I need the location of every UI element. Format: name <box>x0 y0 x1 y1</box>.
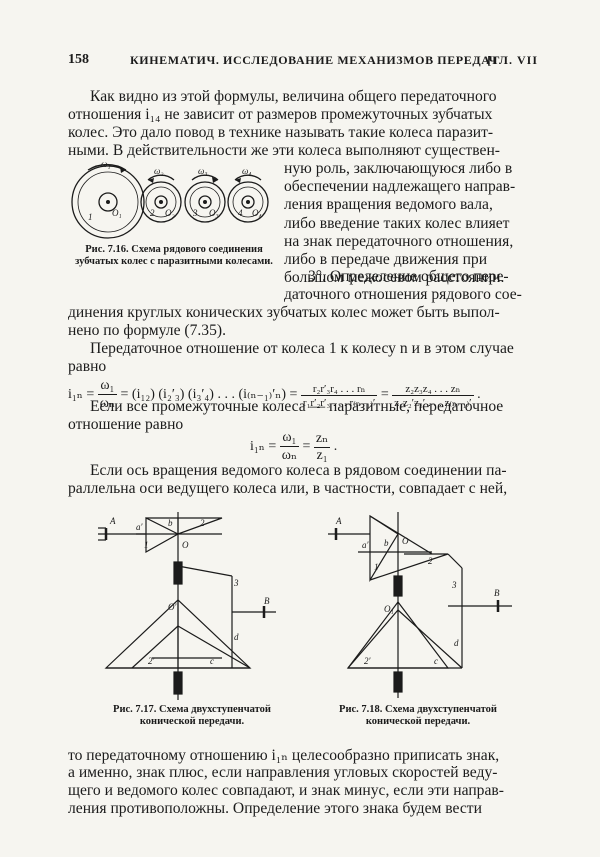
formula2-den2: z₁ <box>316 448 328 463</box>
para6-line3: щего и ведомого колес совпадают, и знак … <box>68 782 504 799</box>
para1-right-line: либо введение таких колес влияет <box>284 214 510 232</box>
formula1-fraction-omega: ω₁ ωₙ <box>97 378 118 412</box>
formula1-fraction-radii: r₂r′₃r₄ . . . rₙ r₁r′₂r′₃ . . . r₍ₙ₋₁₎′ <box>300 382 378 409</box>
fig717-label: B <box>264 596 270 606</box>
formula1-num3: z₂z₃z₄ . . . zₙ <box>392 382 474 396</box>
para6-line1: то передаточному отношению i₁ₙ целесообр… <box>68 747 500 764</box>
fig718-label: d <box>454 638 459 648</box>
formula2-num2: zₙ <box>313 431 331 448</box>
figure-7-17-caption: Рис. 7.17. Схема двухступенчатой коничес… <box>113 704 271 727</box>
para2-line3: динения круглых конических зубчатых коле… <box>68 304 500 321</box>
formula2-fraction-omega: ω₁ ωₙ <box>279 430 300 464</box>
para1-right-line: ную роль, заключающуюся либо в <box>284 160 513 177</box>
fig717-label: d <box>234 632 239 642</box>
formula1-lhs: i₁ₙ = <box>68 387 95 403</box>
para1-line1: Как видно из этой формулы, величина обще… <box>90 88 497 105</box>
para2-right-line: 3°. Определение общего пере- <box>308 268 509 285</box>
formula2-eq: = <box>302 439 311 455</box>
fig718-label: A <box>335 516 342 526</box>
para1-line2: отношения i₁₄ не зависит от размеров про… <box>68 106 493 123</box>
running-title: КИНЕМАТИЧ. ИССЛЕДОВАНИЕ МЕХАНИЗМОВ ПЕРЕД… <box>130 53 499 67</box>
formula1-num2: r₂r′₃r₄ . . . rₙ <box>300 382 378 396</box>
para1-line3: колес. Это дало повод в технике называть… <box>68 124 494 141</box>
fig718-label: 1 <box>374 562 379 572</box>
figure-7-18-bevel-gear-scheme: A a′ b 2 1 O 3 O₁ B d 2′ c <box>328 512 512 698</box>
formula1-den2: r₁r′₂r′₃ . . . r₍ₙ₋₁₎′ <box>302 396 376 409</box>
fig718-label: 3 <box>451 580 457 590</box>
fig717-label: a′ <box>136 522 144 532</box>
fig716-label: 2 <box>150 208 155 218</box>
formula2-den: ωₙ <box>281 448 298 463</box>
para4-line1: Если все промежуточные колеса — паразитн… <box>90 398 504 415</box>
fig718-label: 2′ <box>364 656 372 666</box>
fig716-label: ω₄ <box>242 166 251 176</box>
formula2-lhs: i₁ₙ = <box>250 439 277 455</box>
running-header: 158 КИНЕМАТИЧ. ИССЛЕДОВАНИЕ МЕХАНИЗМОВ П… <box>68 52 538 74</box>
formula2-num: ω₁ <box>279 430 300 447</box>
formula1-product: = (i₁₂) (i₂′₃) (i₃′₄) . . . (i₍ₙ₋₁₎′ₙ) = <box>120 387 298 403</box>
formula2-fraction-teeth: zₙ z₁ <box>313 430 331 464</box>
para5-line2: раллельна оси ведущего колеса или, в час… <box>68 480 508 497</box>
fig718-label: O <box>402 536 409 546</box>
para1-right-line: ления вращения ведомого вала, <box>284 196 493 214</box>
fig717-label: 2 <box>200 518 205 528</box>
formula1-den: ωₙ <box>99 396 116 411</box>
para1-right-line: большом межосевом расстоянии. <box>284 269 505 287</box>
para2-line4: нено по формуле (7.35). <box>68 322 226 339</box>
formula-idler-ratio: i₁ₙ = ω₁ ωₙ = zₙ z₁ . <box>250 430 337 464</box>
para5-line1: Если ось вращения ведомого колеса в рядо… <box>90 462 507 479</box>
fig717-label: 2′ <box>148 656 156 666</box>
fig716-label: 3 <box>192 208 198 218</box>
para1-right-line: на знак передаточного отношения, <box>284 232 514 250</box>
fig716-label: O₄ <box>252 208 262 218</box>
para3-line2: равно <box>68 358 107 375</box>
fig717-label: O′ <box>168 602 177 612</box>
fig717-label: 1 <box>144 540 149 550</box>
formula1-den3: z₁z₂′z₃′ . . . z₍ₙ₋₁₎′ <box>394 396 472 409</box>
fig718-label: a′ <box>362 540 370 550</box>
figure-7-16-caption: Рис. 7.16. Схема рядового соединения зуб… <box>75 244 273 267</box>
fig716-label: 4 <box>238 208 243 218</box>
para1-right-line: обеспечении надлежащего направ- <box>284 178 516 196</box>
para2-right-line: даточного отношения рядового сое- <box>284 286 522 303</box>
fig717-label: A <box>109 516 116 526</box>
fig716-label: ω₁ <box>101 159 110 169</box>
page-number: 158 <box>68 52 89 67</box>
fig717-label: O <box>182 540 189 550</box>
fig716-label: O₃ <box>209 208 219 218</box>
fig716-label: ω₃ <box>198 166 207 176</box>
fig717-label: 3 <box>233 578 239 588</box>
formula-7-gear-ratio: i₁ₙ = ω₁ ωₙ = (i₁₂) (i₂′₃) (i₃′₄) . . . … <box>68 378 481 412</box>
chapter-label: [ГЛ. VII <box>487 53 538 67</box>
formula1-eq: = <box>380 387 389 403</box>
fig716-label: O₁ <box>112 208 122 218</box>
fig718-label: 2 <box>428 556 433 566</box>
para1-right-line: либо в передаче движения при <box>284 251 488 269</box>
formula1-end: . <box>477 387 481 403</box>
figure-7-17-bevel-gear-scheme: A a′ b 2 1 O O′ 3 B d 2′ c <box>98 512 276 700</box>
para6-line2: а именно, знак плюс, если направления уг… <box>68 764 498 781</box>
figure-7-16-gear-train: ω₁ ω₂ ω₃ ω₄ O₁ O₂ O₃ O₄ 1 2 3 4 <box>71 159 269 239</box>
fig716-label: 1 <box>88 212 93 222</box>
fig716-label: O₂ <box>165 208 175 218</box>
fig717-label: c <box>210 656 214 666</box>
para1-line4: ными. В действительности же эти колеса в… <box>68 142 500 159</box>
fig718-label: c <box>434 656 438 666</box>
fig716-label: ω₂ <box>154 166 163 176</box>
para4-line2: отношение равно <box>68 416 184 433</box>
fig718-label: b <box>384 538 389 548</box>
figure-7-18-caption: Рис. 7.18. Схема двухступенчатой коничес… <box>339 704 497 727</box>
formula1-fraction-teeth: z₂z₃z₄ . . . zₙ z₁z₂′z₃′ . . . z₍ₙ₋₁₎′ <box>392 382 474 409</box>
formula1-num: ω₁ <box>97 378 118 395</box>
para1-right-column: ную роль, заключающуюся либо в обеспечен… <box>284 160 538 287</box>
para6-line4: ления противоположны. Определение этого … <box>68 800 482 817</box>
para3-line1: Передаточное отношение от колеса 1 к кол… <box>90 340 514 357</box>
fig718-label: O₁ <box>384 604 394 614</box>
fig718-label: B <box>494 588 500 598</box>
fig717-label: b <box>168 518 173 528</box>
formula2-end: . <box>333 439 338 455</box>
